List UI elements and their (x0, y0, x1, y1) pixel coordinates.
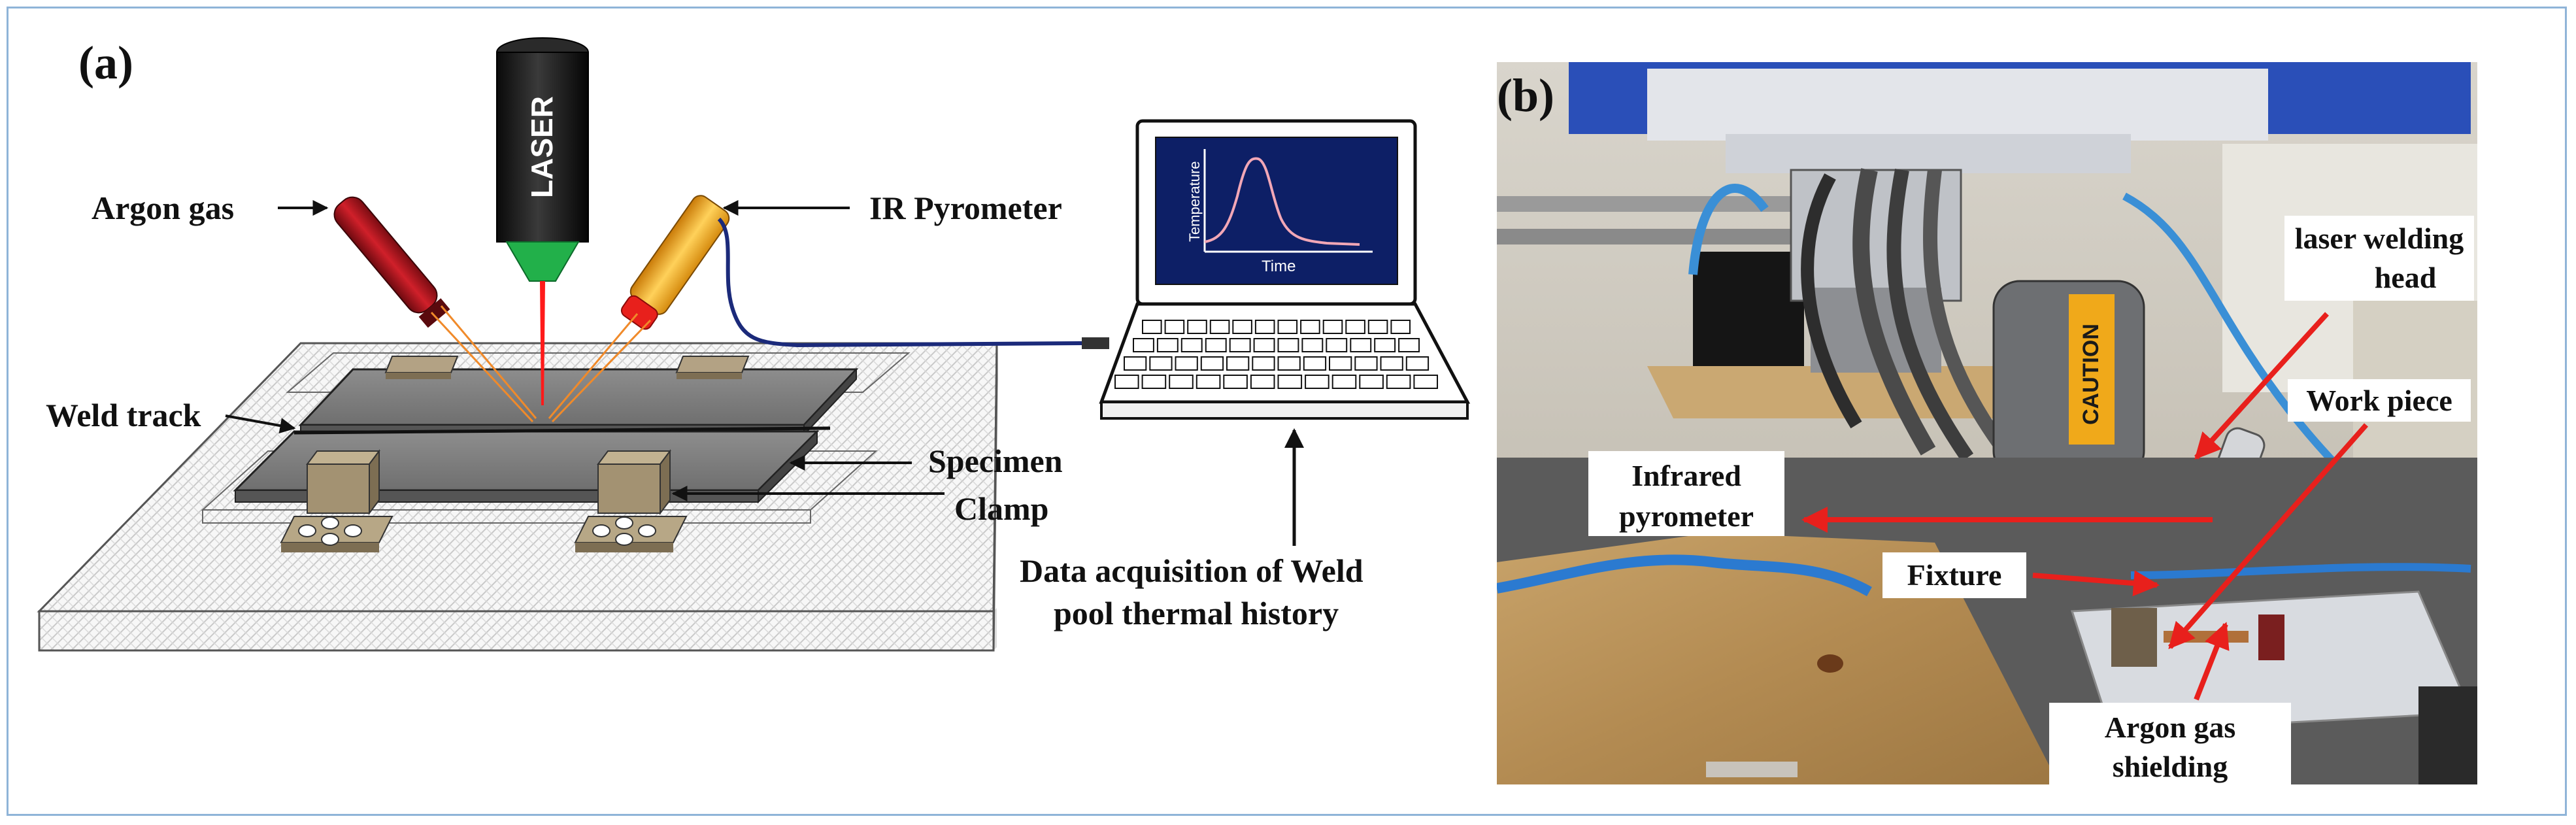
weld-track-line (293, 426, 831, 435)
keyboard-key (1303, 356, 1327, 371)
keyboard-key (1149, 356, 1173, 371)
keyboard-key (1367, 320, 1388, 334)
clamp-label: Clamp (954, 490, 1048, 527)
keyboard-key (1142, 320, 1162, 334)
keyboard-key (1226, 356, 1250, 371)
workpiece-text: Work piece (2306, 384, 2452, 417)
fixture-text: Fixture (1907, 558, 2002, 592)
pyro-line2: pyrometer (1619, 499, 1754, 533)
keyboard-key (1277, 375, 1303, 389)
argon-shield-arrow (2194, 622, 2230, 701)
ir-pyrometer (548, 195, 1109, 423)
laser-beam (540, 281, 545, 405)
weld-track-arrow (225, 414, 296, 433)
keyboard-key (1413, 375, 1438, 389)
keyboard-key (1141, 375, 1167, 389)
laser-head: LASER (496, 37, 589, 405)
keyboard-key (1305, 375, 1330, 389)
panel-b: CAUTION (b) laser (1497, 62, 2477, 788)
keyboard-key (1124, 356, 1147, 371)
label-fixture: Fixture (1882, 552, 2026, 598)
clamp-right (574, 449, 688, 552)
label-head: laser welding head (2284, 216, 2474, 301)
fixture-arrow (2032, 570, 2160, 597)
laptop: Temperature Time (1099, 119, 1471, 420)
workshop-photo: CAUTION (1497, 62, 2477, 784)
laser-label: LASER (525, 96, 559, 198)
caution-text: CAUTION (2079, 324, 2103, 425)
argon-nozzle (333, 196, 537, 423)
keyboard-key (1326, 338, 1348, 352)
panel-a-label: (a) (78, 37, 133, 89)
back-clamps (384, 356, 750, 379)
argon-line2: shielding (2113, 750, 2228, 783)
pyro-line1: Infrared (1631, 459, 1741, 492)
temperature-curve (1204, 157, 1360, 246)
screen-ylabel: Temperature (1186, 161, 1203, 242)
keyboard-key (1133, 338, 1154, 352)
keyboard-key (1329, 356, 1352, 371)
keyboard-key (1374, 338, 1396, 352)
keyboard-key (1250, 375, 1275, 389)
keyboard-key (1300, 320, 1320, 334)
label-workpiece: Work piece (2288, 379, 2471, 422)
keyboard-key (1187, 320, 1207, 334)
keyboard-key (1169, 375, 1194, 389)
keyboard-key (1386, 375, 1411, 389)
keyboard-key (1322, 320, 1343, 334)
keyboard-key (1398, 338, 1420, 352)
screen-xlabel: Time (1262, 258, 1296, 275)
daq-line1: Data acquisition of Weld (1020, 552, 1363, 589)
keyboard-key (1196, 375, 1221, 389)
keyboard-key (1277, 338, 1299, 352)
keyboard-key (1359, 375, 1384, 389)
keyboard-key (1405, 356, 1430, 371)
cable-plug (1082, 337, 1109, 349)
keyboard-key (1232, 320, 1252, 334)
panel-b-label: (b) (1497, 69, 1554, 122)
keyboard-key (1175, 356, 1198, 371)
label-pyrometer: Infrared pyrometer (1588, 451, 1784, 536)
daq-line2: pool thermal history (1054, 595, 1339, 631)
keyboard-key (1331, 375, 1357, 389)
figure-frame (7, 7, 2567, 816)
pyrometer-cable (717, 217, 1086, 348)
head-line1: laser welding (2295, 222, 2464, 255)
keyboard-key (1354, 356, 1378, 371)
laptop-screen (1155, 137, 1398, 285)
workpiece-arrow (2168, 423, 2368, 649)
keyboard-key (1277, 356, 1301, 371)
ir-label: IR Pyrometer (869, 190, 1062, 226)
keyboard-key (1277, 320, 1298, 334)
panel-a: (a) (37, 37, 1471, 652)
keyboard-key (1205, 338, 1227, 352)
keyboard-key (1156, 338, 1179, 352)
keyboard-key (1390, 320, 1411, 334)
keyboard-key (1380, 356, 1403, 371)
keyboard-key (1345, 320, 1365, 334)
keyboard-key (1229, 338, 1251, 352)
keyboard-key (1254, 320, 1275, 334)
keyboard (1114, 320, 1438, 389)
keyboard-key (1209, 320, 1230, 334)
specimen-label: Specimen (928, 443, 1063, 479)
keyboard-key (1164, 320, 1185, 334)
keyboard-key (1253, 338, 1275, 352)
head-arrow (2194, 312, 2329, 460)
keyboard-key (1252, 356, 1275, 371)
argon-label: Argon gas (92, 190, 234, 226)
argon-line1: Argon gas (2105, 711, 2236, 744)
weld-track-label: Weld track (46, 397, 201, 433)
keyboard-key (1200, 356, 1224, 371)
keyboard-key (1114, 375, 1139, 389)
keyboard-key (1301, 338, 1324, 352)
keyboard-key (1180, 338, 1203, 352)
front-clamps (280, 449, 688, 552)
keyboard-key (1350, 338, 1372, 352)
head-line2: head (2375, 261, 2437, 294)
label-argon-shield: Argon gas shielding (2049, 703, 2291, 788)
keyboard-key (1223, 375, 1248, 389)
clamp-left (280, 449, 393, 552)
